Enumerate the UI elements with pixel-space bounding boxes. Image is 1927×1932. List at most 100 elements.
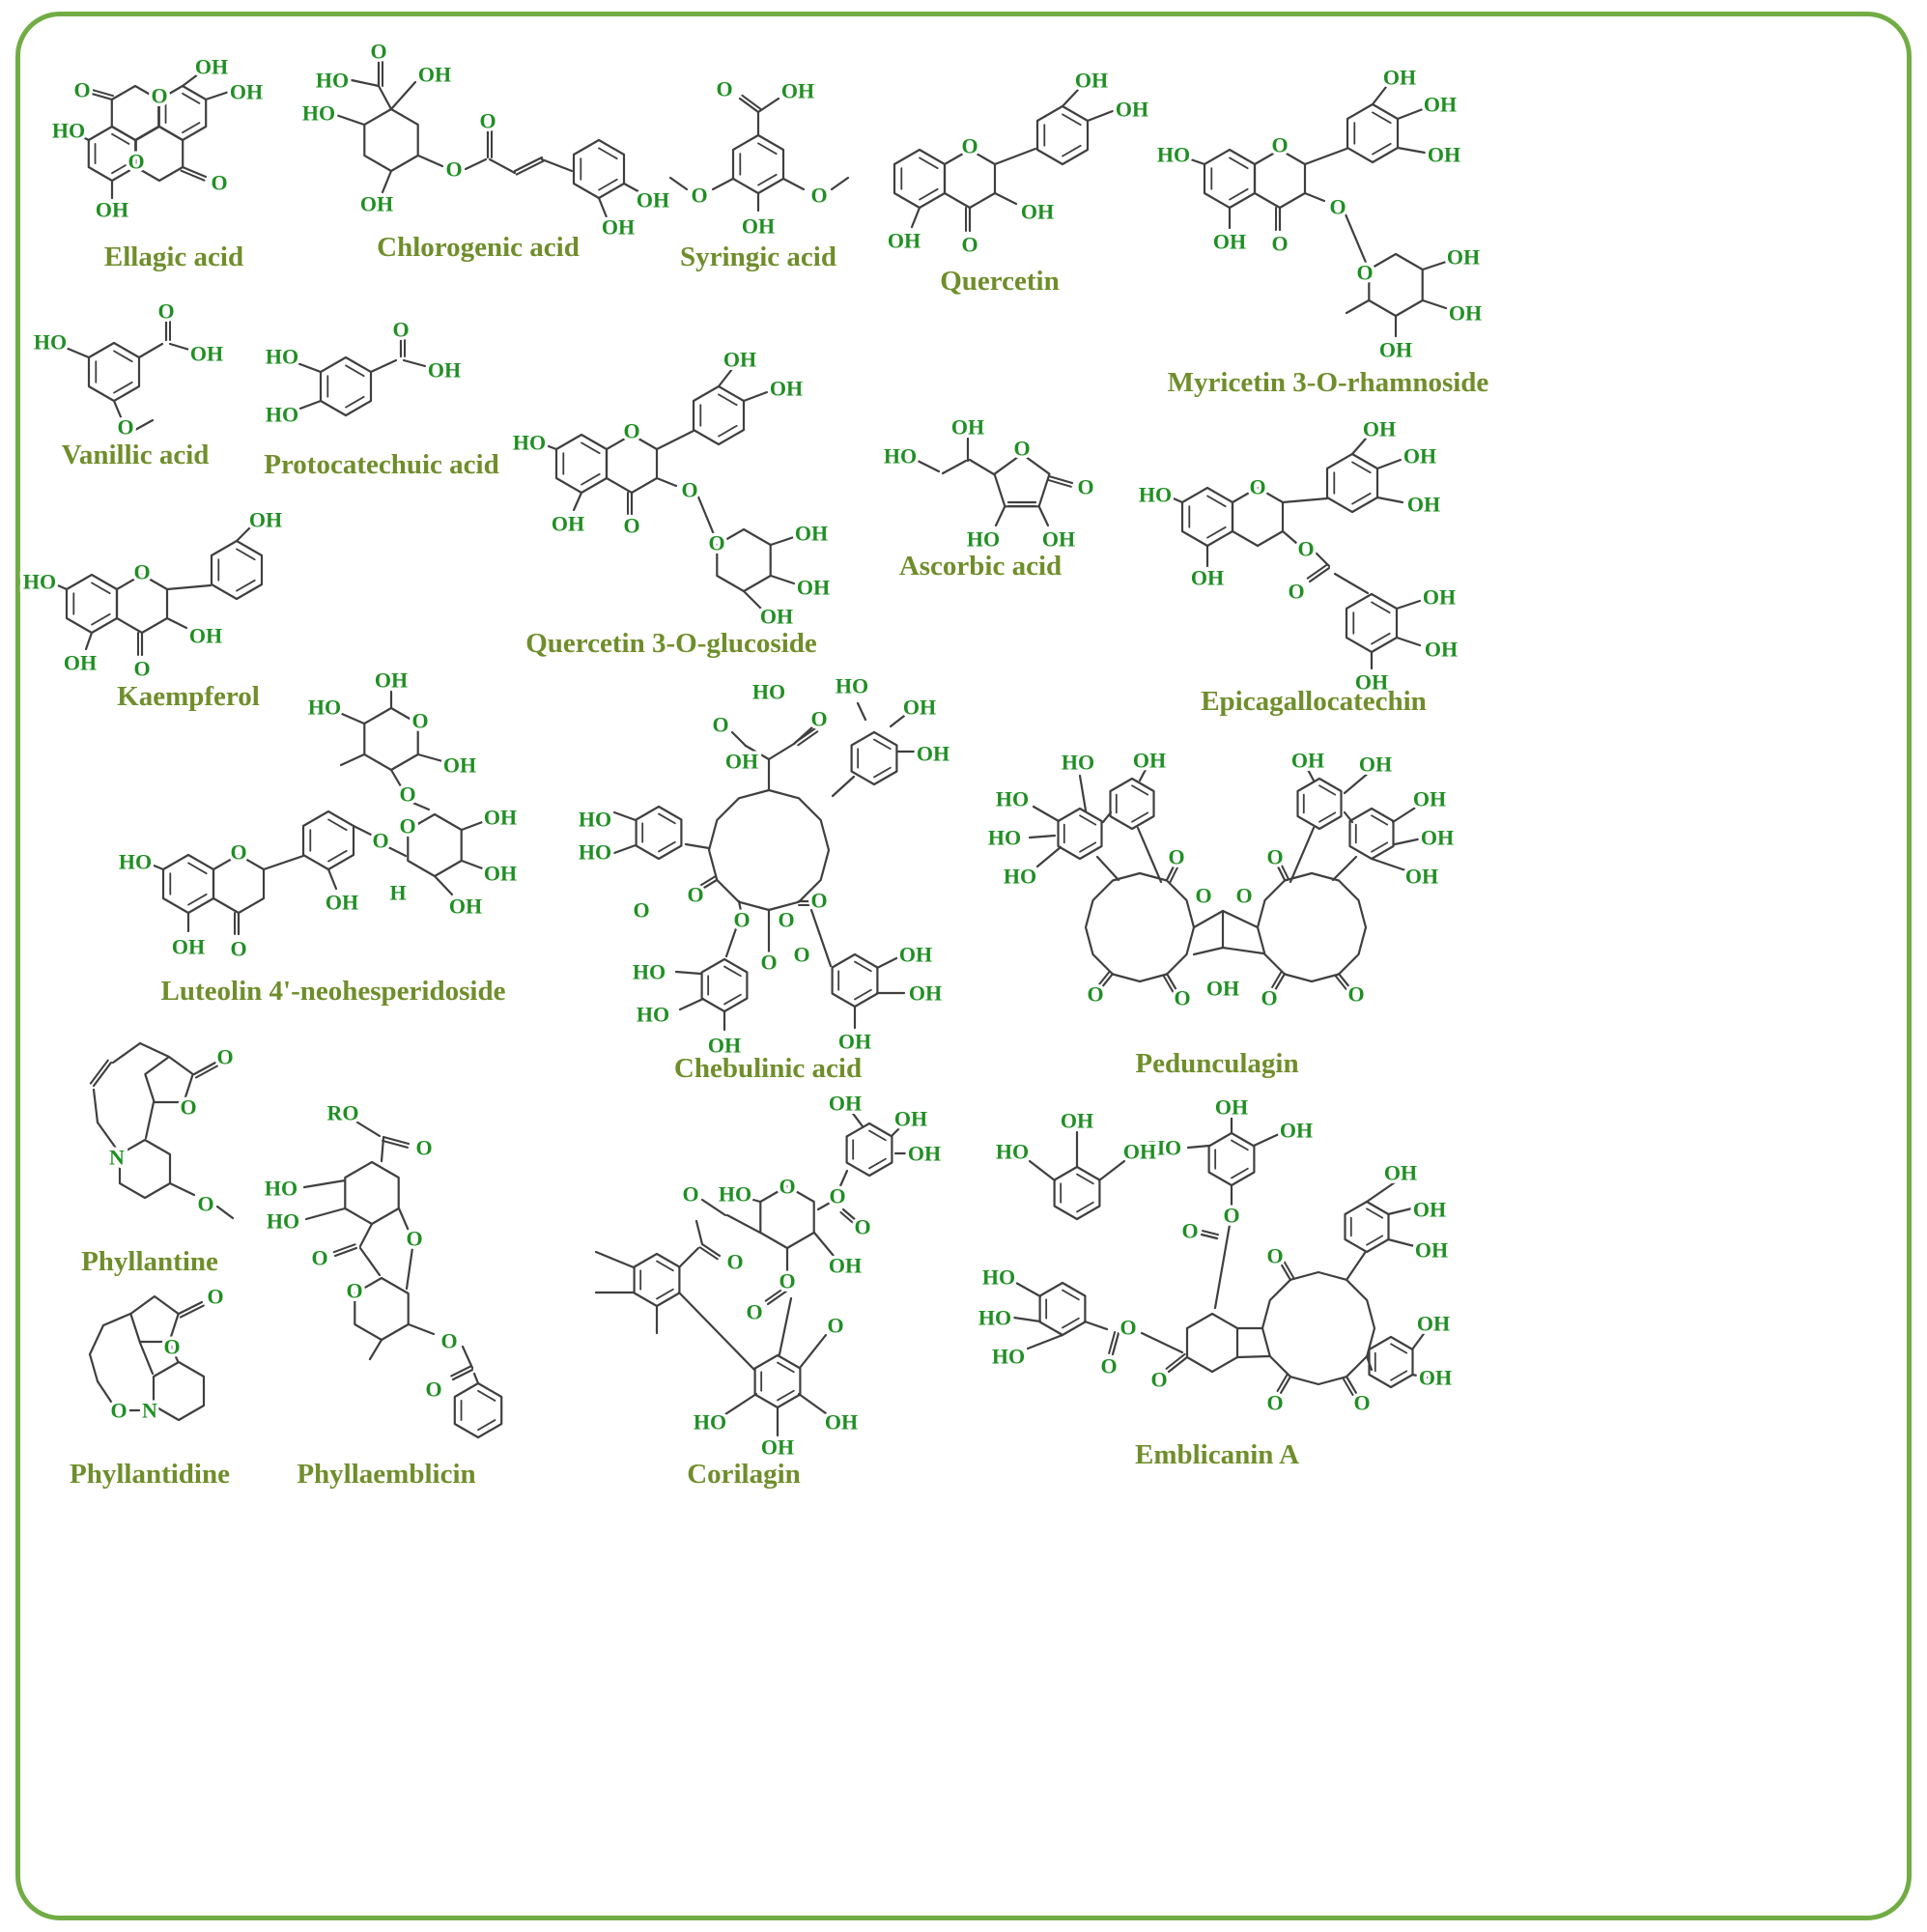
atom-label: OH — [552, 512, 584, 536]
atom-label: OH — [418, 63, 451, 87]
atom-label: OH — [1291, 749, 1324, 773]
atom-label: O — [733, 908, 750, 932]
atom-label: HO — [1139, 483, 1172, 507]
atom-label: O — [623, 419, 639, 443]
atom-label: O — [1100, 1354, 1117, 1378]
atom-label: O — [216, 1045, 233, 1069]
atom-label: OH — [909, 981, 942, 1006]
atom-label: OH — [1021, 200, 1054, 224]
atom-label: O — [716, 77, 732, 101]
atom-label: O — [1356, 261, 1373, 285]
atom-label: O — [445, 157, 462, 182]
atom-label: OH — [602, 215, 635, 240]
compound-label: Phyllantine — [81, 1246, 218, 1277]
atom-label: HO — [1148, 1136, 1181, 1160]
atom-label: OH — [443, 753, 476, 778]
compound-label: Phyllaemblicin — [297, 1459, 476, 1490]
atom-label: OH — [903, 696, 936, 720]
atom-label: HO — [34, 330, 67, 355]
atom-label: OH — [781, 79, 814, 103]
atom-label: O — [778, 908, 794, 932]
atom-label: O — [1013, 437, 1030, 461]
atom-label: HO — [308, 696, 341, 720]
atom-label: N — [109, 1146, 125, 1170]
atom-label: O — [1174, 986, 1190, 1010]
atom-label: O — [346, 1279, 362, 1303]
atom-label: O — [961, 134, 978, 158]
atom-label: OH — [708, 1034, 741, 1058]
atom-label: OH — [723, 348, 756, 372]
atom-label: O — [1150, 1368, 1167, 1392]
atom-label: O — [311, 1246, 327, 1270]
atom-label: O — [157, 299, 174, 324]
atom-label: OH — [249, 508, 282, 532]
atom-label: O — [207, 1285, 223, 1309]
atom-label: OH — [1424, 93, 1457, 117]
atom-label: OH — [637, 188, 669, 213]
atom-label: O — [1266, 1244, 1283, 1268]
atom-label: OH — [1379, 338, 1412, 362]
atom-label: OH — [190, 342, 223, 366]
atom-label: O — [117, 415, 133, 440]
atom-label: OH — [449, 895, 482, 919]
atom-label: OH — [1042, 527, 1075, 552]
atom-label: OH — [64, 651, 97, 675]
atom-label: OH — [1191, 566, 1224, 590]
atom-label: O — [163, 1335, 180, 1359]
atom-label: OH — [1425, 638, 1458, 662]
atom-label: OH — [760, 605, 793, 629]
atom-label: HO — [266, 403, 298, 427]
atom-label: OH — [484, 862, 517, 886]
atom-label: HO — [265, 1177, 298, 1201]
atom-label: OH — [1213, 230, 1246, 254]
atom-label: O — [1261, 986, 1277, 1010]
atom-label: RO — [327, 1101, 359, 1125]
atom-label: OH — [795, 522, 828, 546]
atom-label: O — [425, 1378, 441, 1402]
compound-label: Ellagic acid — [103, 242, 244, 272]
atom-label: N — [142, 1399, 157, 1423]
compound-label: Emblicanin A — [1134, 1439, 1300, 1470]
atom-label: O — [633, 898, 649, 923]
atom-label: O — [746, 1300, 762, 1324]
atom-label: OH — [375, 668, 408, 693]
atom-label: O — [760, 951, 777, 975]
compound-label: Kaempferol — [117, 681, 260, 712]
atom-label: O — [681, 478, 697, 502]
atom-label: OH — [770, 377, 803, 401]
atom-label: OH — [908, 1142, 941, 1166]
atom-label: O — [133, 560, 150, 584]
atom-label: O — [827, 1314, 843, 1338]
atom-label: OH — [1116, 98, 1148, 122]
atom-label: HO — [992, 1345, 1025, 1369]
compound-label: Epicagallocatechin — [1201, 686, 1427, 717]
atom-label: O — [810, 707, 827, 731]
atom-label: HO — [967, 527, 1000, 552]
atom-label: O — [1329, 195, 1346, 219]
compound-label: Corilagin — [687, 1459, 801, 1490]
atom-label: OH — [888, 229, 921, 253]
atom-label: OH — [1363, 417, 1396, 441]
atom-label: OH — [172, 935, 205, 959]
atom-label: O — [197, 1192, 213, 1216]
compound-label: Quercetin 3-O-glucoside — [525, 628, 817, 659]
atom-label: OH — [230, 80, 263, 104]
atom-label: OH — [742, 214, 775, 239]
atom-label: HO — [996, 787, 1029, 811]
atom-label: O — [1223, 1204, 1239, 1228]
atom-label: HO — [719, 1182, 751, 1207]
atom-label: OH — [917, 742, 949, 766]
